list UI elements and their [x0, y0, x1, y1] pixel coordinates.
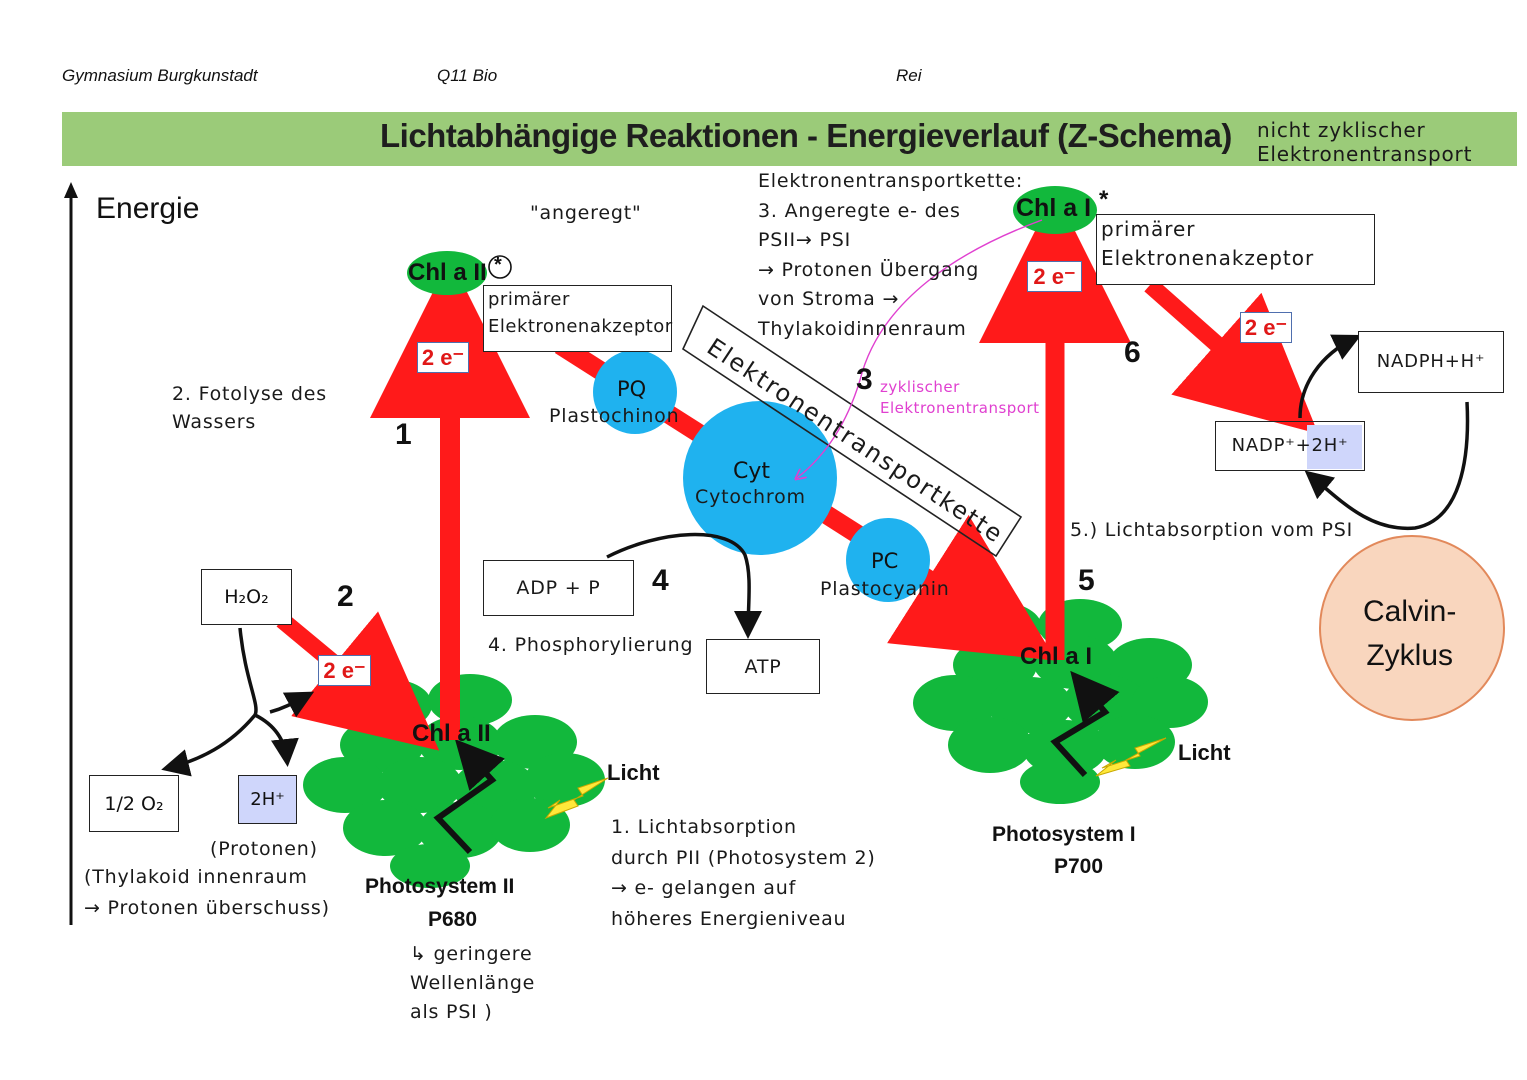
step-number-3: 3: [856, 363, 873, 396]
chl-a-ii-ellipse: [407, 251, 487, 295]
licht-label-2: Licht: [1178, 740, 1231, 765]
cyclic-transport-label: zyklischer Elektronentransport: [880, 378, 1040, 417]
ps1-excitation-arrows: [1050, 670, 1120, 778]
step-number-4: 4: [652, 564, 669, 597]
noncyclic-legend-text: nicht zyklischer Elektronentransport: [1257, 118, 1473, 166]
cyt-name: Cytochrom: [695, 486, 806, 508]
pq-name: Plastochinon: [549, 405, 680, 427]
course-name: Q11 Bio: [437, 66, 498, 85]
energy-axis-arrowhead: [64, 182, 78, 198]
nadph-box: NADPH+H⁺: [1358, 331, 1504, 393]
atp-box: ATP: [706, 639, 820, 694]
title-bar: [62, 112, 1517, 166]
wavelength-note: ↳ geringere Wellenlänge als PSI ): [410, 943, 536, 1023]
black-curved-arrows: [161, 334, 1470, 777]
step-number-1: 1: [395, 418, 412, 451]
page-title: Lichtabhängige Reaktionen - Energieverla…: [380, 117, 1232, 154]
etk-banner-box: [681, 304, 1023, 558]
pc-name: Plastocyanin: [820, 578, 950, 600]
phosphorylierung-note: 4. Phosphorylierung: [488, 634, 694, 656]
step-number-6: 6: [1124, 336, 1141, 369]
nadp-box: NADP⁺+2H⁺: [1215, 421, 1365, 471]
chl-a-i-ellipse: [1013, 186, 1097, 234]
pc-label: PC: [871, 549, 899, 573]
energy-axis-label: Energie: [96, 192, 200, 225]
lightning-bolt-ps2-icon: [544, 777, 609, 820]
chl-a-ii-bottom-label: Chl a II: [412, 720, 491, 747]
light-absorption-note: 1. Lichtabsorption durch PII (Photosyste…: [611, 816, 876, 930]
two-e-label-4: 2 e⁻: [1240, 312, 1292, 343]
primary-acceptor-ii-box: primärer Elektronenakzeptor: [483, 285, 672, 352]
psi-absorption-note: 5.) Lichtabsorption vom PSI: [1070, 519, 1354, 541]
two-e-label-1: 2 e⁻: [417, 342, 469, 373]
licht-label-1: Licht: [607, 760, 660, 785]
two-h-highlight: [238, 775, 297, 824]
cyt-circle: [683, 401, 837, 555]
pc-circle: [846, 518, 930, 602]
primary-acceptor-i-box: primärer Elektronenakzeptor: [1096, 214, 1375, 285]
cyclic-transport-arrow: [797, 219, 1043, 478]
ps2-excitation-arrows: [433, 739, 505, 855]
adp-box: ADP + P: [483, 560, 634, 616]
two-e-label-3: 2 e⁻: [1027, 261, 1082, 292]
chl-a-ii-top-label: Chl a II: [408, 259, 487, 286]
ps1-name: Photosystem I: [992, 823, 1136, 846]
angeregt-label: "angeregt": [530, 202, 642, 224]
ps1-code: P700: [1054, 855, 1104, 878]
thylakoid-note: (Thylakoid innenraum → Protonen überschu…: [84, 866, 330, 919]
school-name: Gymnasium Burgkunstadt: [62, 66, 258, 85]
fotolyse-note: 2. Fotolyse des Wassers: [172, 383, 327, 433]
star-ii-label: *: [494, 254, 502, 276]
pq-circle: [593, 350, 677, 434]
h2o2-box: H₂O₂: [201, 569, 292, 625]
pq-label: PQ: [617, 377, 647, 401]
etk-note: Elektronentransportkette: 3. Angeregte e…: [758, 170, 1024, 340]
calvin-circle: [1319, 535, 1505, 721]
two-h-box: 2H⁺: [238, 775, 297, 824]
half-o2-box: 1/2 O₂: [89, 775, 179, 832]
step-number-5: 5: [1078, 564, 1095, 597]
protonen-note: (Protonen): [210, 838, 318, 860]
ps2-name: Photosystem II: [365, 875, 515, 898]
chl-a-i-top-label: Chl a I: [1016, 194, 1092, 222]
teacher-name: Rei: [896, 66, 922, 85]
cyt-label: Cyt: [733, 459, 771, 484]
lightning-bolt-ps1-icon: [1095, 737, 1167, 777]
calvin-cycle-label: Calvin- Zyklus: [1363, 595, 1457, 672]
star-circle-icon: [488, 255, 512, 279]
two-e-label-2: 2 e⁻: [318, 655, 371, 686]
step-number-2: 2: [337, 580, 354, 613]
nadp-highlight: [1307, 425, 1362, 469]
ps2-code: P680: [428, 908, 478, 931]
star-i-label: *: [1099, 186, 1109, 213]
chl-a-i-bottom-label: Chl a I: [1020, 643, 1093, 670]
